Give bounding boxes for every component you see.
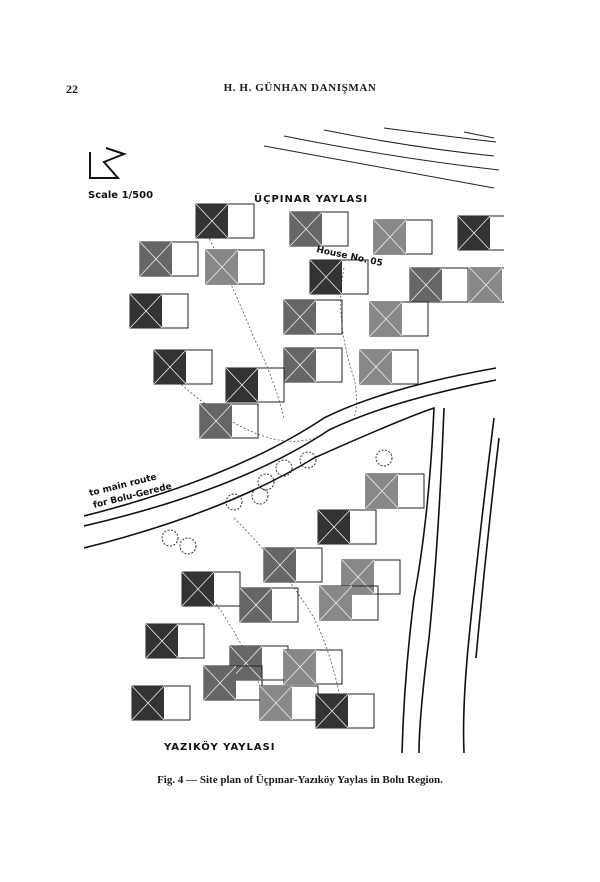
house-footprint bbox=[283, 299, 343, 335]
tree-icon bbox=[225, 493, 243, 511]
house-footprint bbox=[229, 645, 289, 681]
tree-icon bbox=[299, 451, 317, 469]
house-footprint bbox=[317, 509, 377, 545]
house-footprint bbox=[145, 623, 205, 659]
house-footprint bbox=[319, 585, 379, 621]
house-footprint bbox=[131, 685, 191, 721]
house-footprint bbox=[239, 587, 299, 623]
footpaths bbox=[163, 227, 357, 719]
tree-icon bbox=[179, 537, 197, 555]
site-plan-drawing: Scale 1/500 ÜÇPINAR bbox=[84, 127, 504, 754]
house-footprint bbox=[129, 293, 189, 329]
house-footprint bbox=[205, 249, 265, 285]
house-footprint bbox=[369, 301, 429, 337]
house-footprint bbox=[359, 349, 419, 385]
house-footprint bbox=[365, 473, 425, 509]
page-number: 22 bbox=[66, 82, 78, 96]
house-footprint bbox=[181, 571, 241, 607]
running-head: H. H. GÜNHAN DANIŞMAN bbox=[223, 82, 377, 94]
house-footprint bbox=[153, 349, 213, 385]
settlement-label-yazikoy: YAZIKÖY YAYLASI bbox=[163, 739, 276, 753]
settlement-label-ucpinar: ÜÇPINAR YAYLASI bbox=[254, 191, 368, 205]
house-footprint bbox=[289, 211, 349, 247]
house-footprint bbox=[309, 259, 369, 295]
house-footprint bbox=[225, 367, 285, 403]
north-arrow-icon bbox=[89, 147, 127, 179]
house-footprint bbox=[283, 347, 343, 383]
house-footprint bbox=[139, 241, 199, 277]
house-footprint bbox=[283, 649, 343, 685]
contour-lines bbox=[263, 127, 500, 189]
house-footprint bbox=[409, 267, 469, 303]
house-footprint bbox=[469, 267, 504, 303]
tree-icon bbox=[275, 459, 293, 477]
scale-label: Scale 1/500 bbox=[88, 190, 153, 201]
house-footprint bbox=[203, 665, 263, 701]
house-footprint bbox=[259, 685, 319, 721]
house-footprint bbox=[199, 403, 259, 439]
house-footprint bbox=[263, 547, 323, 583]
figure-caption: Fig. 4 — Site plan of Üçpınar-Yazıköy Ya… bbox=[157, 774, 443, 786]
house-footprint bbox=[373, 219, 433, 255]
roads bbox=[84, 367, 500, 754]
tree-icon bbox=[375, 449, 393, 467]
house-footprint bbox=[315, 693, 375, 729]
tree-icon bbox=[251, 487, 269, 505]
tree-icon bbox=[161, 529, 179, 547]
site-plan-figure: Scale 1/500 ÜÇPINAR bbox=[84, 118, 504, 758]
house-footprint bbox=[195, 203, 255, 239]
house-footprint bbox=[457, 215, 504, 251]
